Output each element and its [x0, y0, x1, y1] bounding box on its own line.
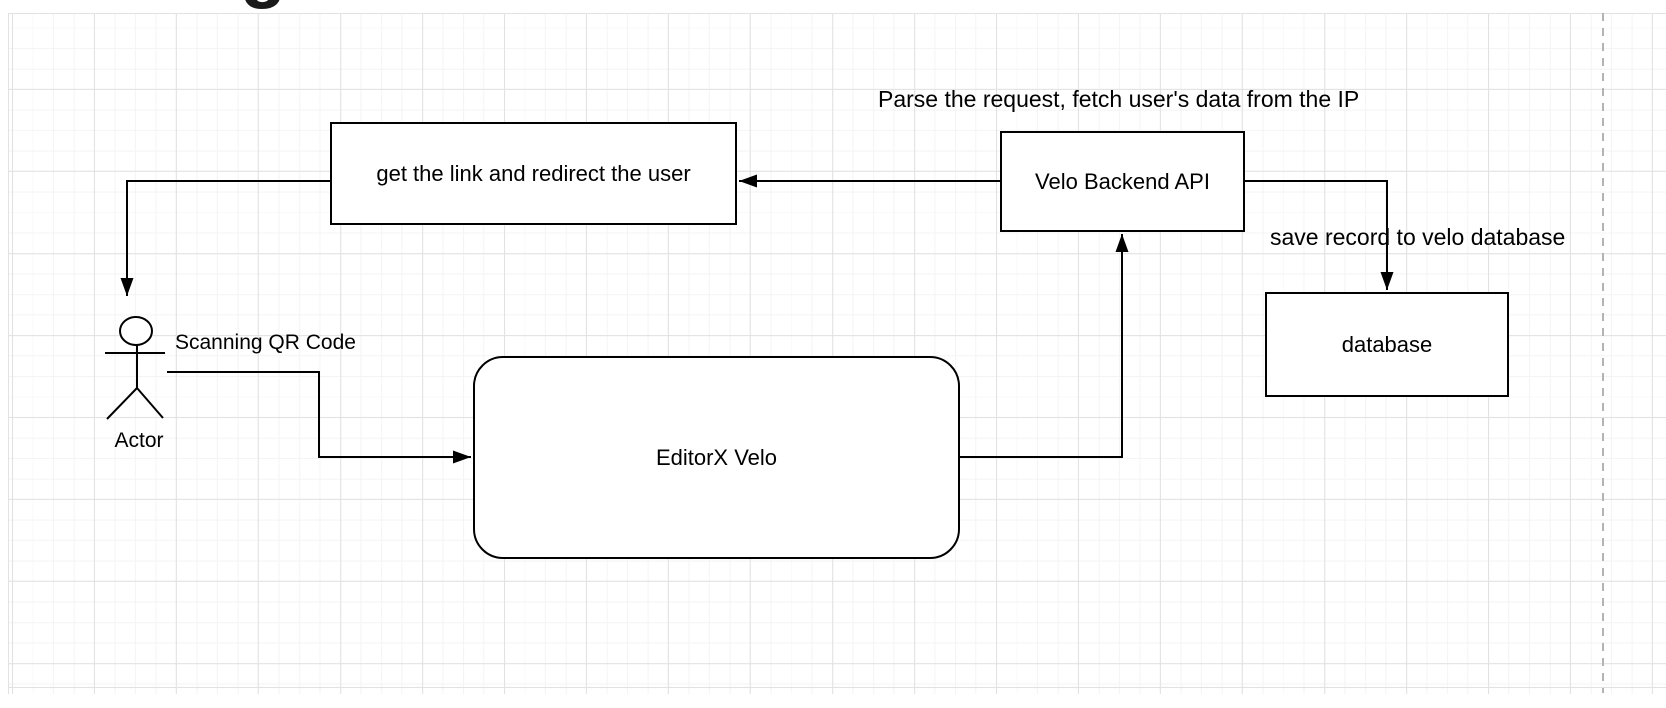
partial-title-glyph: g — [240, 0, 286, 6]
actor-label[interactable]: Actor — [114, 429, 164, 452]
node-editorx-velo-label: EditorX Velo — [655, 444, 778, 470]
node-editorx-velo[interactable]: EditorX Velo — [473, 356, 960, 559]
node-database[interactable]: database — [1265, 292, 1509, 397]
node-database-label: database — [1341, 331, 1433, 357]
annotation-parse-request[interactable]: Parse the request, fetch user's data fro… — [878, 86, 1360, 112]
node-velo-backend-api-label: Velo Backend API — [1035, 168, 1210, 194]
node-get-link[interactable]: get the link and redirect the user — [330, 122, 737, 225]
node-get-link-label: get the link and redirect the user — [376, 160, 691, 186]
annotation-scanning-qr[interactable]: Scanning QR Code — [175, 331, 356, 354]
annotation-save-record[interactable]: save record to velo database — [1270, 224, 1566, 250]
node-velo-backend-api[interactable]: Velo Backend API — [1000, 131, 1245, 232]
